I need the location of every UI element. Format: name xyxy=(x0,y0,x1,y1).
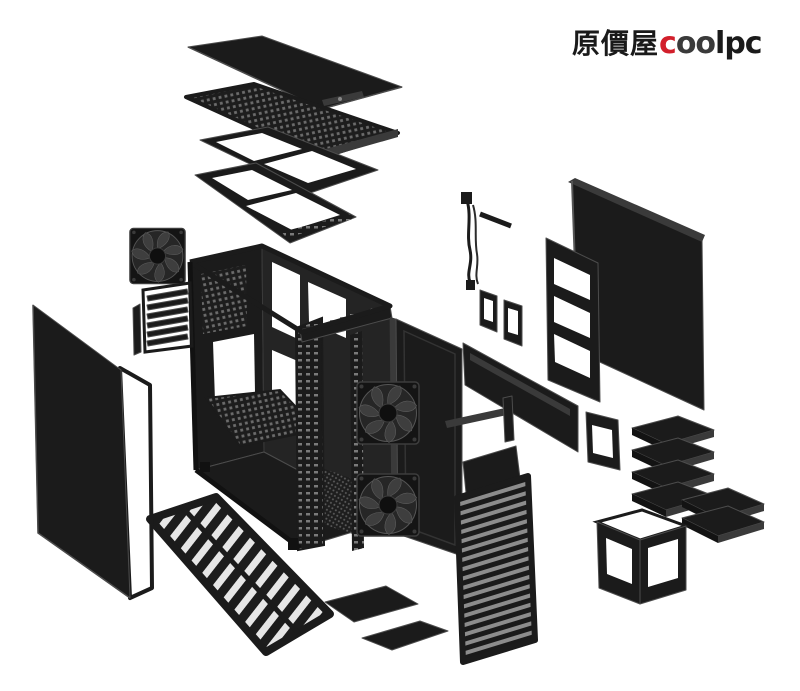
pcie-slot-covers xyxy=(132,281,194,356)
main-chassis xyxy=(187,243,393,552)
hdd-tray-stack xyxy=(631,415,715,517)
front-io-cable-assembly xyxy=(461,192,512,290)
bottom-cover-plate-small xyxy=(361,620,449,651)
coolpc-logo: 原價屋coolpc xyxy=(572,24,763,64)
top-cover-screw-hole xyxy=(338,97,342,101)
front-bracket-bar xyxy=(445,342,579,453)
logo-brand-cjk: 原價屋 xyxy=(572,27,660,60)
top-cover-tab xyxy=(322,91,364,106)
logo-brand-oo: oo xyxy=(675,26,716,61)
chassis-top-frame xyxy=(188,243,393,335)
cable-header-bar xyxy=(479,211,512,229)
ssd-bracket-pair xyxy=(479,289,523,347)
hdd-cage-side-window xyxy=(648,539,678,587)
right-drive-frame-window-2 xyxy=(554,296,590,338)
front-io-cable-strand xyxy=(472,204,479,285)
right-side-panel-top-edge xyxy=(568,178,705,242)
top-rail-frame-window-right xyxy=(246,193,340,230)
chassis-foot-front xyxy=(288,538,298,550)
chassis-front-pillar xyxy=(294,316,326,552)
front-intake-fan-bottom xyxy=(356,472,420,538)
ssd-bracket-right-window xyxy=(508,308,518,335)
top-rail-frame-window-left xyxy=(212,170,292,200)
pcie-slot-cover xyxy=(146,333,189,347)
bottom-filter-body xyxy=(146,493,334,656)
chassis-rear-vent xyxy=(201,265,247,334)
top-fan-bracket-window-right xyxy=(264,151,356,183)
front-bracket-bar-strip xyxy=(470,353,570,416)
hdd-cage-front-window xyxy=(606,538,632,584)
top-rail-frame-slot-strip xyxy=(282,214,352,238)
bottom-filter-center-bar xyxy=(181,506,300,635)
front-filter-body xyxy=(454,473,538,665)
hdd-tray-2 xyxy=(631,437,715,473)
left-side-panel-body xyxy=(32,304,131,599)
chassis-bottom-edge xyxy=(194,468,302,550)
chassis-shroud-front-vent xyxy=(322,468,356,535)
pcie-slot-cover xyxy=(146,297,189,311)
right-drive-frame xyxy=(545,237,601,403)
front-door-inner-border xyxy=(403,329,456,547)
hdd-tray-front-edge xyxy=(632,494,666,517)
right-drive-frame-window-3 xyxy=(554,334,590,378)
pcie-slot-cover xyxy=(146,288,189,302)
rear-exhaust-fan xyxy=(129,227,186,285)
bottom-dust-filter xyxy=(146,493,334,656)
right-drive-frame-window-1 xyxy=(554,258,590,300)
front-intake-fan-top xyxy=(356,380,420,446)
bottom-cover-plate-large xyxy=(324,585,419,623)
ssd-bracket-side xyxy=(585,411,621,471)
front-dust-filter xyxy=(454,445,538,665)
pcie-cover-frame xyxy=(141,281,194,354)
cable-connector-top xyxy=(461,192,472,204)
front-io-cable xyxy=(465,199,473,283)
top-mesh-plate-bracket xyxy=(322,129,398,158)
left-side-panel xyxy=(32,304,154,600)
hdd-tray-side-edge xyxy=(718,522,764,543)
cable-connector-bottom xyxy=(466,280,475,290)
pcie-slot-cover xyxy=(146,306,189,320)
chassis-foot-rear xyxy=(200,462,210,472)
pcie-slot-cover xyxy=(146,315,189,329)
ssd-bracket-side-window xyxy=(592,425,613,458)
logo-brand-lpc: lpc xyxy=(715,26,763,61)
ssd-bracket-left-window xyxy=(484,298,493,322)
top-fan-bracket xyxy=(199,126,379,194)
left-side-panel-edge xyxy=(32,304,131,599)
hdd-cage xyxy=(592,508,691,605)
chassis-rear-window xyxy=(213,334,255,401)
hdd-tray-6 xyxy=(681,505,765,543)
logo-brand-c: c xyxy=(659,26,677,61)
pcie-bracket-strip xyxy=(132,303,142,356)
top-fan-bracket-window-left xyxy=(216,133,302,161)
pcie-slot-cover xyxy=(146,324,189,338)
hdd-tray-front-edge xyxy=(682,518,718,543)
hdd-tray-pair xyxy=(681,487,765,543)
door-latch-bracket xyxy=(445,408,507,428)
top-rail-frame xyxy=(194,162,357,244)
door-latch-post xyxy=(502,395,515,443)
